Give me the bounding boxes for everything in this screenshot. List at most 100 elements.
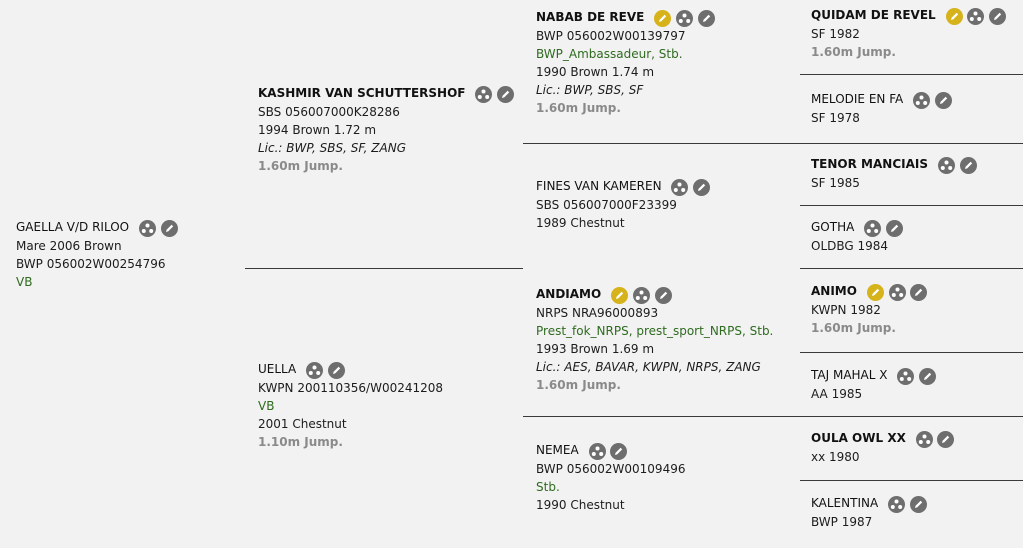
gen3-name[interactable]: QUIDAM DE REVEL	[811, 8, 936, 22]
edit-icon[interactable]	[934, 91, 952, 109]
subject-name[interactable]: GAELLA V/D RILOO	[16, 220, 130, 234]
sire-horse: KASHMIR VAN SCHUTTERSHOF SBS 056007000K2…	[258, 84, 515, 175]
gen2-approval: Stb.	[536, 479, 560, 494]
gen3-details: AA 1985	[811, 386, 863, 401]
gen3-details: SF 1985	[811, 175, 860, 190]
edit-icon[interactable]	[885, 219, 903, 237]
star-icon[interactable]	[866, 283, 884, 301]
edit-icon[interactable]	[610, 442, 628, 460]
divider	[800, 352, 1023, 353]
gen3-details: SF 1982	[811, 26, 860, 41]
edit-icon[interactable]	[160, 219, 178, 237]
divider	[800, 74, 1023, 75]
gen3-horse-quidam: QUIDAM DE REVEL SF 1982 1.60m Jump.	[811, 6, 1007, 61]
gen3-name[interactable]: GOTHA	[811, 220, 855, 234]
gen3-horse-oula-owl: OULA OWL XX xx 1980	[811, 429, 955, 466]
pedigree-icon[interactable]	[915, 430, 933, 448]
subject-detail: Mare 2006 Brown	[16, 238, 122, 253]
gen3-details: xx 1980	[811, 449, 860, 464]
dam-jump: 1.10m Jump.	[258, 434, 343, 449]
edit-icon[interactable]	[989, 7, 1007, 25]
pedigree-icon[interactable]	[888, 495, 905, 513]
sire-jump: 1.60m Jump.	[258, 158, 343, 173]
edit-icon[interactable]	[937, 430, 955, 448]
pedigree-icon[interactable]	[967, 7, 985, 25]
gen3-details: BWP 1987	[811, 514, 873, 529]
gen3-jump: 1.60m Jump.	[811, 44, 896, 59]
edit-icon[interactable]	[693, 178, 711, 196]
gen3-name[interactable]: KALENTINA	[811, 496, 879, 510]
dam-horse: UELLA KWPN 200110356/W00241208 VB 2001 C…	[258, 360, 443, 451]
sire-reg: SBS 056007000K28286	[258, 104, 400, 119]
edit-icon[interactable]	[909, 495, 927, 513]
gen2-lic: Lic.: BWP, SBS, SF	[536, 82, 644, 97]
gen3-horse-tenor: TENOR MANCIAIS SF 1985	[811, 155, 978, 192]
gen2-name[interactable]: ANDIAMO	[536, 287, 602, 301]
edit-icon[interactable]	[327, 361, 345, 379]
gen2-lic: Lic.: AES, BAVAR, KWPN, NRPS, ZANG	[536, 359, 761, 374]
gen3-details: KWPN 1982	[811, 302, 881, 317]
gen3-details: SF 1978	[811, 110, 860, 125]
gen3-horse-gotha: GOTHA OLDBG 1984	[811, 218, 904, 255]
pedigree-icon[interactable]	[897, 367, 915, 385]
dam-approval: VB	[258, 398, 275, 413]
gen3-name[interactable]: MELODIE EN FA	[811, 92, 904, 106]
gen3-horse-taj-mahal: TAJ MAHAL X AA 1985	[811, 366, 937, 403]
sire-lic: Lic.: BWP, SBS, SF, ZANG	[258, 140, 407, 155]
pedigree-icon[interactable]	[888, 283, 906, 301]
gen2-name[interactable]: NEMEA	[536, 443, 579, 457]
divider	[800, 416, 1023, 417]
gen2-horse-andiamo: ANDIAMO NRPS NRA96000893 Prest_fok_NRPS,…	[536, 285, 773, 394]
pedigree-icon[interactable]	[632, 286, 650, 304]
pedigree-icon[interactable]	[671, 178, 689, 196]
pedigree-icon[interactable]	[864, 219, 882, 237]
gen2-horse-nabab: NABAB DE REVE BWP 056002W00139797 BWP_Am…	[536, 8, 716, 117]
gen2-reg: NRPS NRA96000893	[536, 305, 659, 320]
sire-name[interactable]: KASHMIR VAN SCHUTTERSHOF	[258, 86, 466, 100]
gen3-name[interactable]: TAJ MAHAL X	[811, 368, 888, 382]
pedigree-icon[interactable]	[138, 219, 156, 237]
edit-icon[interactable]	[959, 156, 977, 174]
divider	[245, 268, 523, 269]
gen2-reg: BWP 056002W00139797	[536, 28, 686, 43]
star-icon[interactable]	[611, 286, 629, 304]
gen3-jump: 1.60m Jump.	[811, 320, 896, 335]
gen2-name[interactable]: FINES VAN KAMEREN	[536, 179, 662, 193]
gen3-name[interactable]: TENOR MANCIAIS	[811, 157, 928, 171]
gen3-name[interactable]: ANIMO	[811, 284, 857, 298]
edit-icon[interactable]	[910, 283, 928, 301]
gen3-horse-melodie: MELODIE EN FA SF 1978	[811, 90, 953, 127]
subject-horse: GAELLA V/D RILOO Mare 2006 Brown BWP 056…	[16, 218, 179, 291]
gen2-approval: Prest_fok_NRPS, prest_sport_NRPS, Stb.	[536, 323, 774, 338]
star-icon[interactable]	[654, 9, 672, 27]
edit-icon[interactable]	[697, 9, 715, 27]
subject-reg: BWP 056002W00254796	[16, 256, 166, 271]
gen2-jump: 1.60m Jump.	[536, 377, 621, 392]
pedigree-icon[interactable]	[306, 361, 324, 379]
gen2-details: 1989 Chestnut	[536, 215, 625, 230]
dam-name[interactable]: UELLA	[258, 362, 297, 376]
gen2-horse-fines: FINES VAN KAMEREN SBS 056007000F23399 19…	[536, 177, 711, 232]
gen2-name[interactable]: NABAB DE REVE	[536, 10, 645, 24]
gen2-details: 1990 Brown 1.74 m	[536, 64, 655, 79]
pedigree-icon[interactable]	[588, 442, 606, 460]
pedigree-icon[interactable]	[676, 9, 694, 27]
divider	[800, 205, 1023, 206]
pedigree-icon[interactable]	[913, 91, 931, 109]
edit-icon[interactable]	[497, 85, 515, 103]
edit-icon[interactable]	[654, 286, 672, 304]
divider	[800, 480, 1023, 481]
gen2-approval: BWP_Ambassadeur, Stb.	[536, 46, 683, 61]
gen2-details: 1990 Chestnut	[536, 497, 625, 512]
sire-details: 1994 Brown 1.72 m	[258, 122, 377, 137]
gen3-name[interactable]: OULA OWL XX	[811, 431, 906, 445]
divider	[523, 143, 800, 144]
divider	[800, 268, 1023, 269]
pedigree-icon[interactable]	[475, 85, 493, 103]
gen2-details: 1993 Brown 1.69 m	[536, 341, 655, 356]
edit-icon[interactable]	[919, 367, 937, 385]
pedigree-icon[interactable]	[937, 156, 955, 174]
dam-reg: KWPN 200110356/W00241208	[258, 380, 444, 395]
star-icon[interactable]	[945, 7, 963, 25]
gen3-horse-animo: ANIMO KWPN 1982 1.60m Jump.	[811, 282, 928, 337]
